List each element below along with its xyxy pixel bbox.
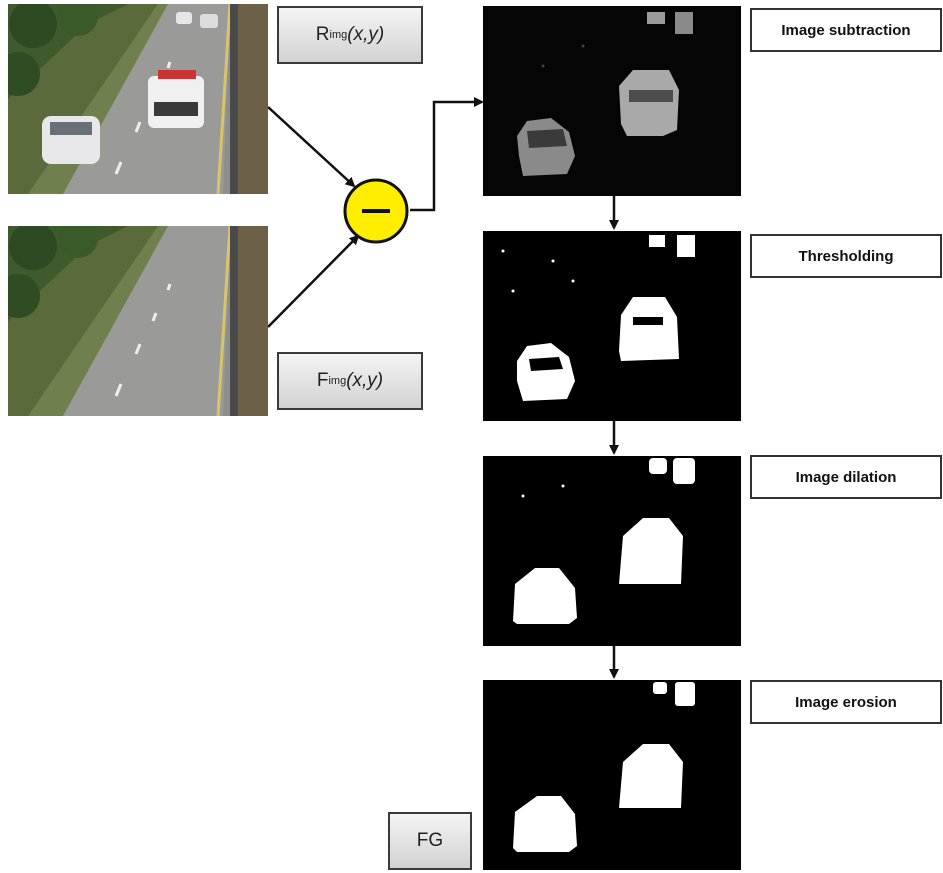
step-label-thresholding: Thresholding: [750, 234, 942, 278]
frame-label-subscript: img: [328, 375, 347, 387]
reference-label-subscript: img: [329, 29, 348, 41]
step-label-erosion: Image erosion: [750, 680, 942, 724]
subtraction-result-image: [483, 6, 741, 196]
step-label-text: Image subtraction: [781, 21, 911, 39]
current-frame-image: [8, 226, 268, 416]
dilation-result-image: [483, 456, 741, 646]
arrow-operator-to-subtraction: [410, 97, 484, 212]
output-label-text: FG: [416, 830, 444, 851]
step-label-text: Thresholding: [798, 247, 894, 265]
reference-label-args: (x,y): [347, 24, 385, 45]
step-label-text: Image erosion: [795, 693, 897, 711]
step-label-subtraction: Image subtraction: [750, 8, 942, 52]
arrow-frame-to-operator: [267, 234, 360, 328]
arrow-reference-to-operator: [267, 106, 356, 188]
frame-label-main: F: [316, 370, 329, 391]
erosion-result-image: [483, 680, 741, 870]
frame-label-args: (x,y): [346, 370, 384, 391]
foreground-output-label: FG: [388, 812, 472, 870]
threshold-result-image: [483, 231, 741, 421]
reference-frame-image: [8, 4, 268, 194]
step-label-dilation: Image dilation: [750, 455, 942, 499]
minus-operator-icon: [343, 178, 409, 244]
reference-label-main: R: [315, 24, 330, 45]
step-label-text: Image dilation: [795, 468, 897, 486]
